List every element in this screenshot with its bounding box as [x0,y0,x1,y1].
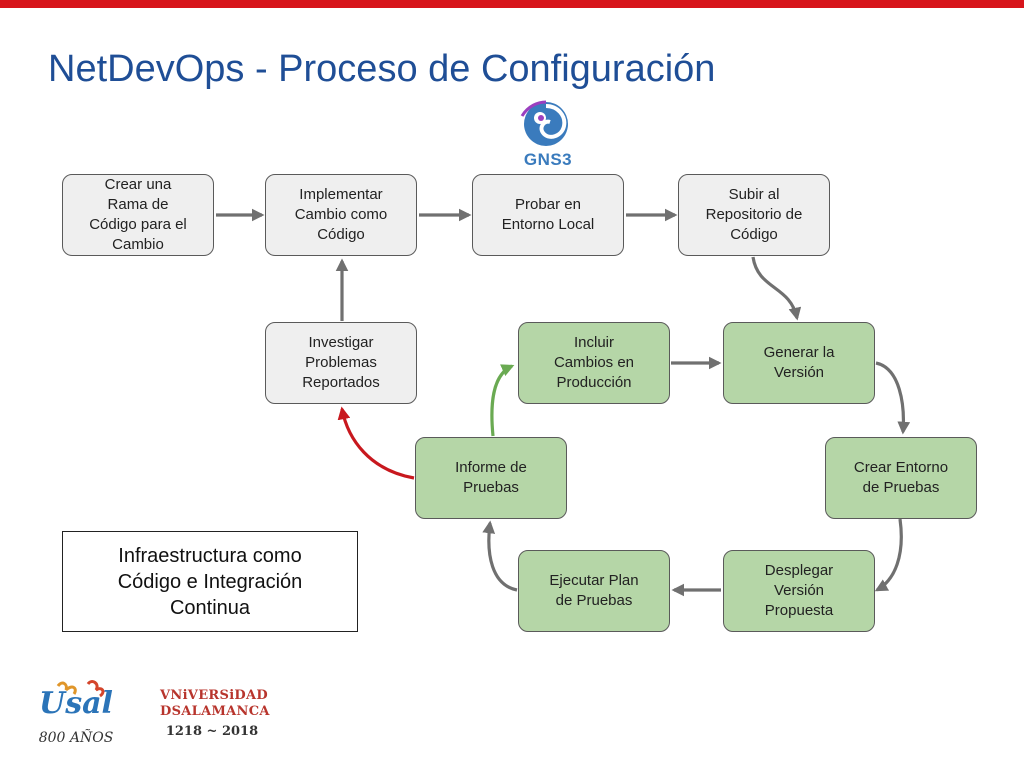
university-name-line1: VNiVERSiDAD [160,688,268,703]
arrow-test-report-to-include-prod [490,364,515,437]
usal-800-logo: Usal 800 AÑOS [38,680,114,752]
arrow-build-version-to-create-env [875,361,911,435]
node-create-branch: Crear una Rama de Código para el Cambio [62,174,214,256]
usal-wordmark: Usal [39,686,113,721]
page-title: NetDevOps - Proceso de Configuración [48,48,716,90]
gns3-chameleon-icon [520,100,568,146]
node-test-local: Probar en Entorno Local [472,174,624,256]
university-name-line2: DSALAMANCA [160,704,270,719]
node-upload-repo: Subir al Repositorio de Código [678,174,830,256]
node-run-test-plan: Ejecutar Plan de Pruebas [518,550,670,632]
gns3-logo: GNS3 [510,98,586,178]
arrow-test-report-to-investigate [337,406,415,480]
university-years: 1218 ~ 2018 [165,724,259,739]
arrow-create-env-to-deploy [874,518,903,592]
node-create-test-env: Crear Entorno de Pruebas [825,437,977,519]
node-build-version: Generar la Versión [723,322,875,404]
gns3-wordmark: GNS3 [523,150,573,169]
universidad-salamanca-logo: VNiVERSiDAD DSALAMANCA 1218 ~ 2018 [160,688,270,748]
node-test-report: Informe de Pruebas [415,437,567,519]
arrow-run-tests-to-test-report [482,520,518,592]
usal-flame-icon [56,680,105,698]
node-include-production: Incluir Cambios en Producción [518,322,670,404]
arrow-upload-to-build-version [751,256,802,321]
usal-years: 800 AÑOS [38,730,114,746]
top-accent-bar [0,0,1024,8]
caption-box: Infraestructura como Código e Integració… [62,531,358,632]
node-investigate-problems: Investigar Problemas Reportados [265,322,417,404]
node-deploy-version: Desplegar Versión Propuesta [723,550,875,632]
node-implement-change: Implementar Cambio como Código [265,174,417,256]
